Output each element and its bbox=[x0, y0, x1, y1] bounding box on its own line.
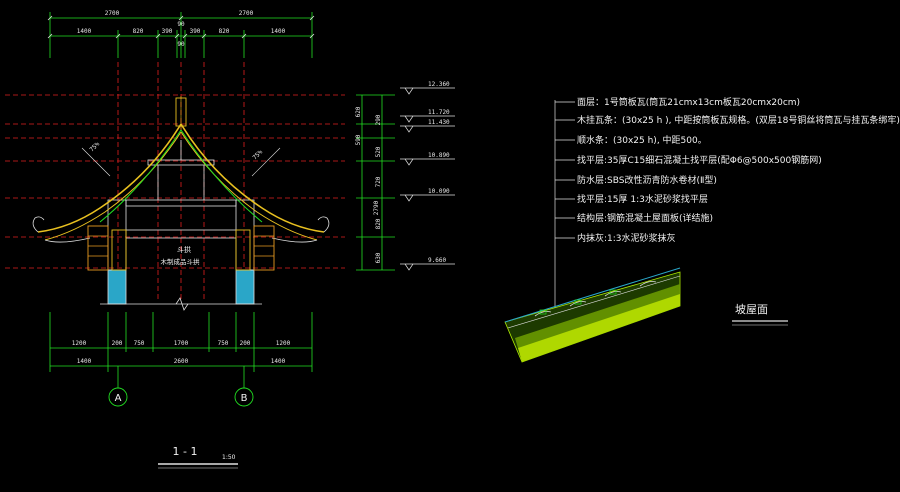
roof-layer-7: 结构层:钢筋混凝土屋面板(详结施) bbox=[577, 212, 713, 224]
elevation-2: 11.720 bbox=[428, 109, 450, 116]
axis-bubbles bbox=[108, 387, 254, 407]
axis-label-a: A bbox=[115, 393, 122, 404]
right-dim-3: 520 bbox=[375, 146, 382, 157]
bottom-dim-3: 750 bbox=[134, 340, 145, 347]
top-dim-1: 2700 bbox=[105, 10, 120, 17]
elevation-1: 12.360 bbox=[428, 81, 450, 88]
right-dim-6: 630 bbox=[375, 252, 382, 263]
slope-label-left: 75% bbox=[88, 141, 101, 154]
level-lines bbox=[5, 94, 345, 269]
roof-detail-title: 坡屋面 bbox=[735, 303, 768, 316]
top-dimension-chain bbox=[49, 12, 313, 58]
roof-layer-1: 面层：1号筒板瓦(筒瓦21cmx13cm板瓦20cmx20cm) bbox=[577, 96, 800, 108]
axis-label-b: B bbox=[241, 393, 248, 404]
roof-slab-detail bbox=[504, 267, 681, 363]
building-section bbox=[32, 96, 330, 311]
right-dim-outer-2: 2790 bbox=[373, 200, 380, 215]
roof-layer-3: 顺水条：(30x25 h), 中距500。 bbox=[577, 134, 707, 146]
top-dim-seg-5: 820 bbox=[219, 28, 230, 35]
top-dim-seg-1: 1400 bbox=[77, 28, 92, 35]
right-dimension-chain bbox=[356, 94, 395, 271]
bottom-dim-9: 2600 bbox=[174, 358, 189, 365]
right-dim-2: 290 bbox=[375, 114, 382, 125]
section-title: 1 - 1 bbox=[173, 445, 198, 458]
bottom-dimension-chain bbox=[49, 312, 313, 388]
right-dim-4: 720 bbox=[375, 176, 382, 187]
bottom-dim-5: 750 bbox=[218, 340, 229, 347]
top-dim-seg-4: 390 bbox=[190, 28, 201, 35]
bottom-dim-1: 1200 bbox=[72, 340, 87, 347]
right-dim-outer-1: 590 bbox=[355, 134, 362, 145]
bottom-dim-7: 1200 bbox=[276, 340, 291, 347]
section-scale: 1:50 bbox=[222, 454, 236, 461]
bottom-dim-10: 1400 bbox=[271, 358, 286, 365]
top-dim-seg-2: 820 bbox=[133, 28, 144, 35]
roof-layer-2: 木挂瓦条：(30x25 h ), 中距按筒板瓦规格。(双层18号铜丝将筒瓦与挂瓦… bbox=[577, 114, 900, 126]
elevation-3: 11.430 bbox=[428, 119, 450, 126]
right-dim-1: 620 bbox=[355, 106, 362, 117]
top-dim-mid-2: 90 bbox=[177, 41, 185, 48]
elevation-markers bbox=[400, 87, 455, 271]
elevation-5: 10.090 bbox=[428, 188, 450, 195]
roof-layer-leader bbox=[554, 100, 575, 310]
top-dim-2: 2700 bbox=[239, 10, 254, 17]
roof-layer-4: 找平层:35厚C15细石混凝土找平层(配Φ6@500x500钢筋网) bbox=[577, 154, 822, 166]
elevation-6: 9.660 bbox=[428, 257, 446, 264]
roof-layer-8: 内抹灰:1:3水泥砂浆抹灰 bbox=[577, 232, 676, 244]
bottom-dim-2: 200 bbox=[112, 340, 123, 347]
top-dim-seg-6: 1400 bbox=[271, 28, 286, 35]
right-dim-5: 820 bbox=[375, 218, 382, 229]
roof-layer-6: 找平层:15厚 1:3水泥砂浆找平层 bbox=[577, 193, 708, 205]
bottom-dim-6: 200 bbox=[240, 340, 251, 347]
bottom-dim-8: 1400 bbox=[77, 358, 92, 365]
elevation-4: 10.890 bbox=[428, 152, 450, 159]
top-dim-mid: 90 bbox=[177, 21, 185, 28]
bracket-label-full: 木制成品斗拱 bbox=[161, 257, 201, 266]
bracket-label: 斗拱 bbox=[177, 245, 191, 254]
bottom-dim-4: 1700 bbox=[174, 340, 189, 347]
top-dim-seg-3: 390 bbox=[162, 28, 173, 35]
roof-layer-5: 防水层:SBS改性沥青防水卷材(Ⅱ型) bbox=[577, 174, 717, 186]
slope-label-right: 75% bbox=[251, 149, 264, 162]
